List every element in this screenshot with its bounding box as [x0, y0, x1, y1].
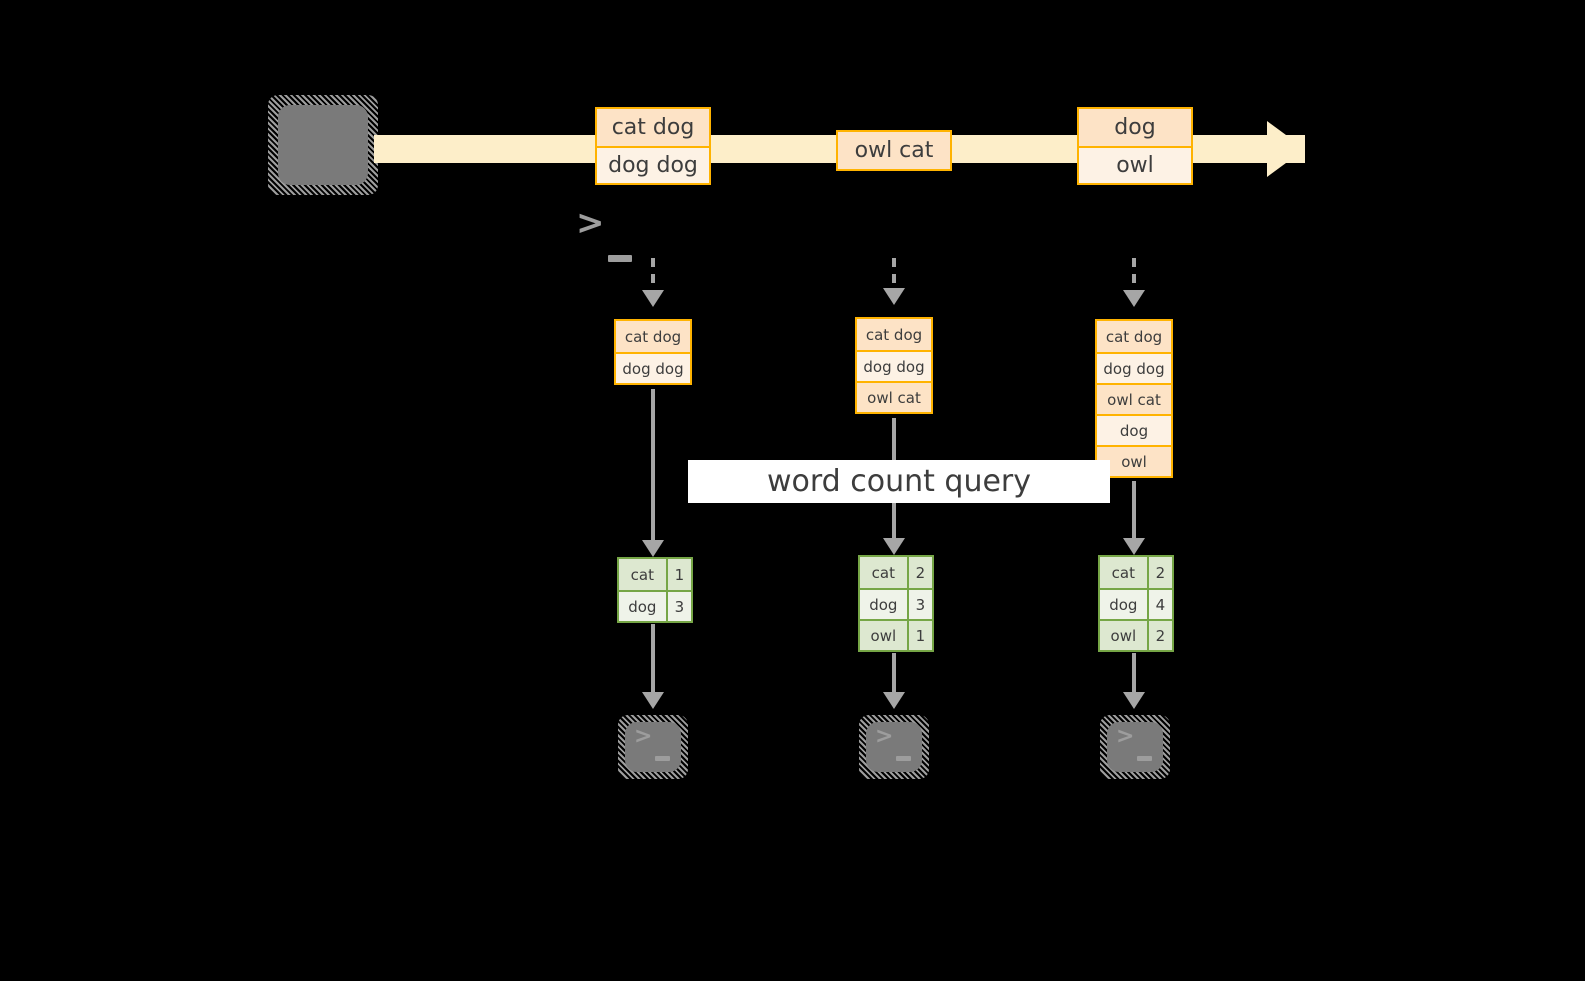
terminal-prompt-chevron-icon: >: [576, 203, 605, 243]
result-output-arrow-3: [1132, 653, 1136, 698]
table-cell-count: 4: [1146, 590, 1172, 619]
table-row: owl 1: [860, 619, 932, 650]
table-row: cat 2: [1100, 557, 1172, 588]
table-cell-count: 3: [906, 590, 932, 619]
table-cell-word: cat: [1100, 557, 1147, 588]
sink-prompt-chevron-icon-2: >: [875, 724, 894, 749]
snapshot-trigger-arrowhead-icon-2: [883, 288, 905, 305]
snapshot-stack-row: cat dog: [857, 319, 931, 350]
table-cell-word: owl: [860, 621, 907, 650]
terminal-body: [625, 722, 681, 772]
query-flow-arrowhead-icon-1: [642, 540, 664, 557]
table-row: dog 3: [860, 588, 932, 619]
stream-message-row: owl cat: [838, 132, 950, 169]
table-cell-count: 2: [1146, 621, 1172, 650]
stream-message-row: dog: [1079, 109, 1191, 146]
snapshot-stack-row: owl cat: [1097, 383, 1171, 414]
snapshot-trigger-arrow-1: [651, 258, 655, 292]
result-output-arrowhead-icon-2: [883, 692, 905, 709]
table-row: owl 2: [1100, 619, 1172, 650]
table-cell-count: 3: [665, 592, 691, 621]
snapshot-stack-row: cat dog: [616, 321, 690, 352]
query-flow-arrowhead-icon-2: [883, 538, 905, 555]
source-terminal-icon: >: [268, 95, 632, 262]
terminal-prompt-underscore-icon: [608, 255, 632, 262]
snapshot-stack-2[interactable]: cat dog dog dog owl cat: [855, 317, 933, 414]
sink-terminal-icon-2: [859, 715, 929, 779]
sink-prompt-underscore-icon-1: [655, 756, 670, 761]
result-output-arrowhead-icon-1: [642, 692, 664, 709]
table-cell-count: 2: [1146, 557, 1172, 588]
result-output-arrow-1: [651, 624, 655, 698]
sink-prompt-chevron-icon-1: >: [634, 724, 653, 749]
sink-prompt-chevron-icon-3: >: [1116, 724, 1135, 749]
query-label: word count query: [688, 460, 1110, 503]
snapshot-stack-1[interactable]: cat dog dog dog: [614, 319, 692, 385]
table-cell-word: dog: [619, 592, 666, 621]
result-table-3[interactable]: cat 2 dog 4 owl 2: [1098, 555, 1174, 652]
snapshot-stack-3[interactable]: cat dog dog dog owl cat dog owl: [1095, 319, 1173, 478]
table-row: cat 1: [619, 559, 691, 590]
snapshot-stack-row: cat dog: [1097, 321, 1171, 352]
table-cell-word: cat: [619, 559, 666, 590]
table-cell-count: 2: [906, 557, 932, 588]
stream-message-row: owl: [1079, 146, 1191, 183]
stream-message-3[interactable]: dog owl: [1077, 107, 1193, 185]
table-row: cat 2: [860, 557, 932, 588]
table-cell-count: 1: [906, 621, 932, 650]
sink-terminal-icon-1: [618, 715, 688, 779]
stream-message-row: dog dog: [597, 146, 709, 183]
sink-prompt-underscore-icon-3: [1137, 756, 1152, 761]
snapshot-trigger-arrow-3: [1132, 258, 1136, 292]
table-cell-word: owl: [1100, 621, 1147, 650]
stream-arrowhead-icon: [1267, 121, 1305, 177]
query-flow-arrowhead-icon-3: [1123, 538, 1145, 555]
terminal-body: [866, 722, 922, 772]
stream-message-1[interactable]: cat dog dog dog: [595, 107, 711, 185]
snapshot-trigger-arrow-2: [892, 258, 896, 292]
table-row: dog 4: [1100, 588, 1172, 619]
table-cell-count: 1: [665, 559, 691, 590]
snapshot-stack-row: dog dog: [616, 352, 690, 383]
terminal-body: [1107, 722, 1163, 772]
table-cell-word: dog: [860, 590, 907, 619]
stream-message-row: cat dog: [597, 109, 709, 146]
snapshot-trigger-arrowhead-icon-3: [1123, 290, 1145, 307]
query-flow-arrow-3: [1132, 481, 1136, 552]
result-table-1[interactable]: cat 1 dog 3: [617, 557, 693, 623]
table-cell-word: dog: [1100, 590, 1147, 619]
result-table-2[interactable]: cat 2 dog 3 owl 1: [858, 555, 934, 652]
query-label-text: word count query: [766, 464, 1032, 499]
snapshot-stack-row: owl cat: [857, 381, 931, 412]
stream-message-2[interactable]: owl cat: [836, 130, 952, 171]
query-flow-arrow-1: [651, 389, 655, 554]
snapshot-trigger-arrowhead-icon-1: [642, 290, 664, 307]
snapshot-stack-row: dog dog: [1097, 352, 1171, 383]
table-row: dog 3: [619, 590, 691, 621]
result-output-arrowhead-icon-3: [1123, 692, 1145, 709]
sink-terminal-icon-3: [1100, 715, 1170, 779]
result-output-arrow-2: [892, 653, 896, 698]
snapshot-stack-row: dog dog: [857, 350, 931, 381]
sink-prompt-underscore-icon-2: [896, 756, 911, 761]
table-cell-word: cat: [860, 557, 907, 588]
snapshot-stack-row: dog: [1097, 414, 1171, 445]
terminal-body: [278, 105, 368, 185]
